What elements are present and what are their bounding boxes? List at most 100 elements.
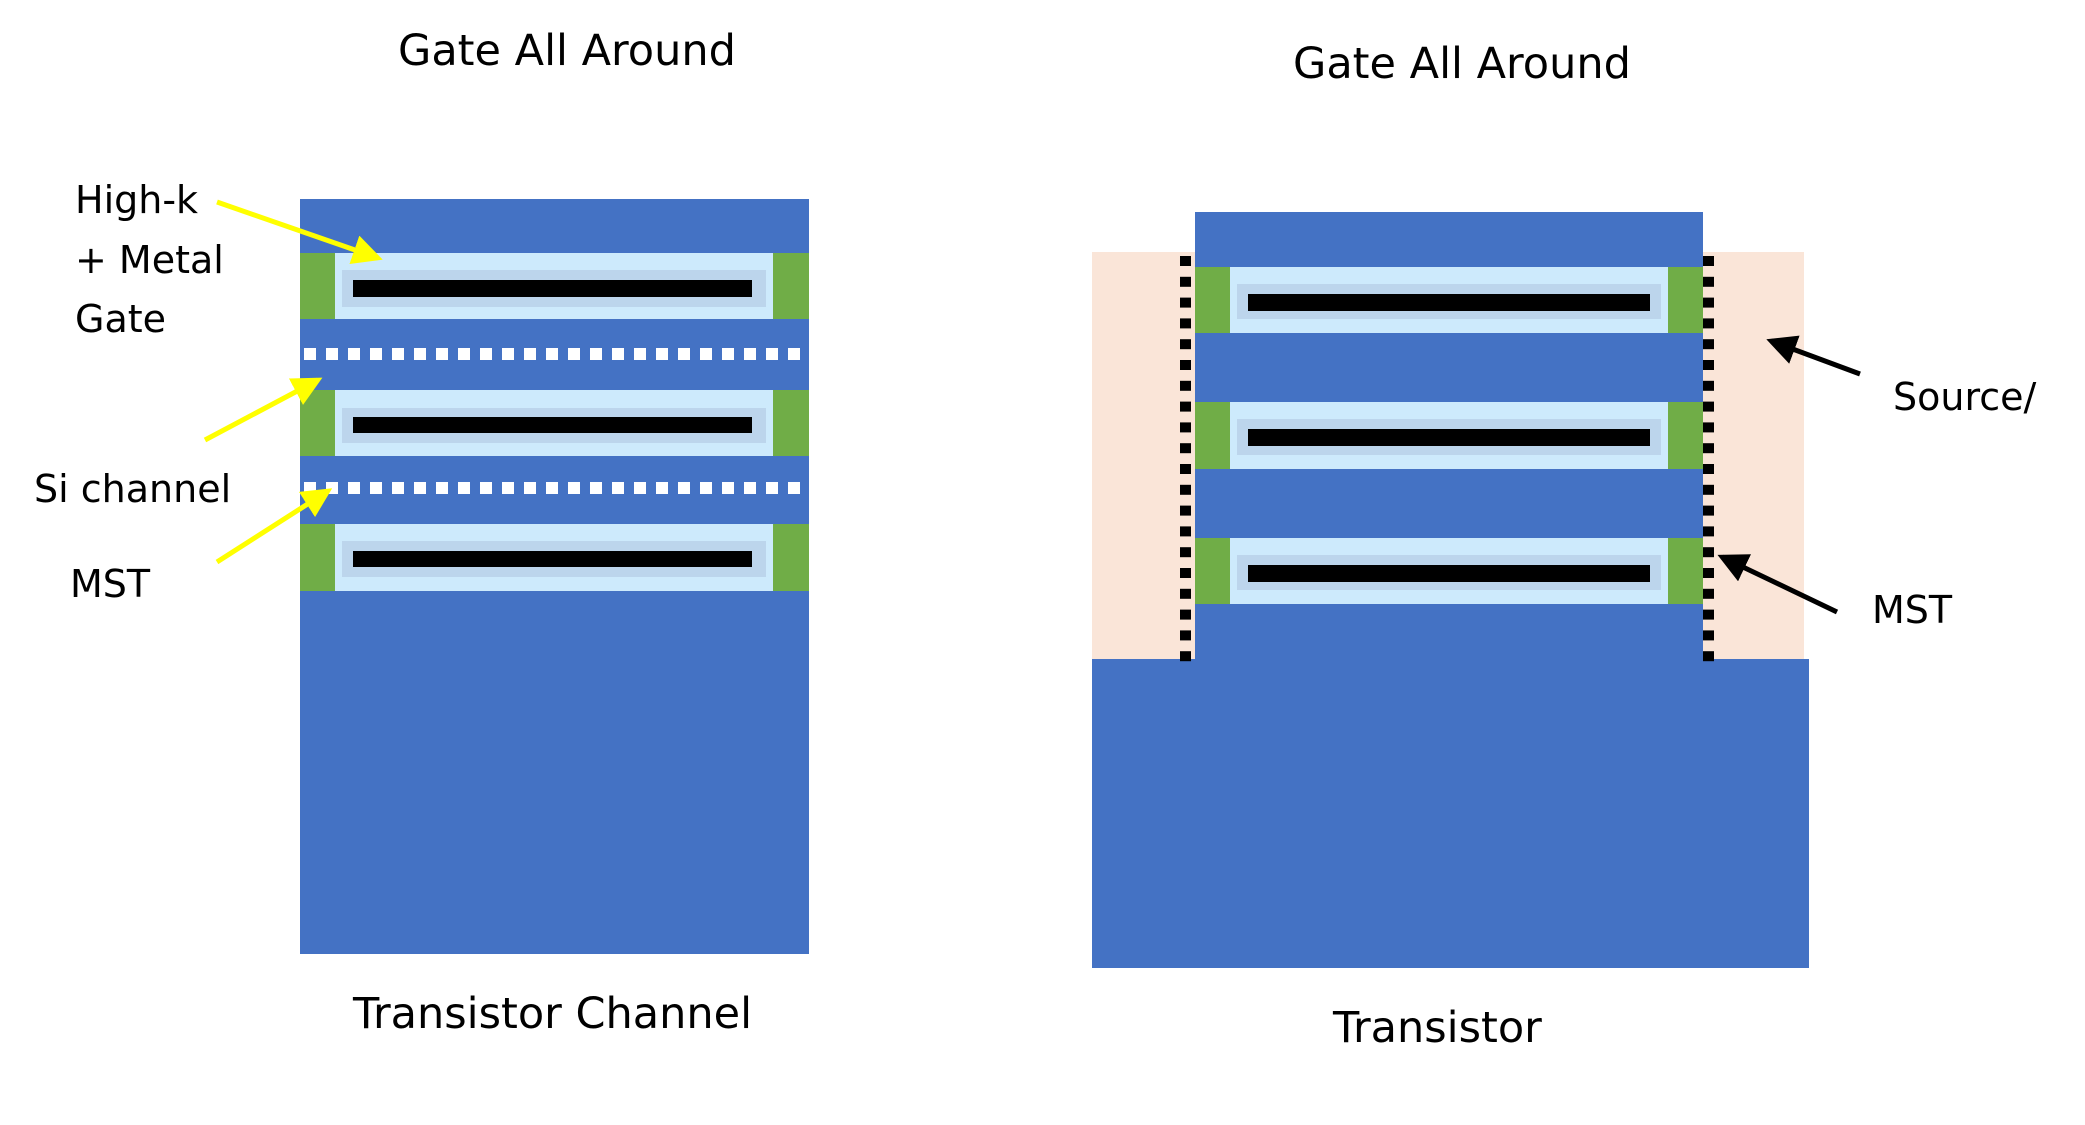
mst-dot: [568, 482, 580, 494]
mst-dot: [1703, 526, 1714, 537]
mst-dot: [1703, 443, 1714, 454]
mst-dot: [1180, 526, 1191, 537]
mst-dot: [1703, 380, 1714, 391]
mst-dot: [348, 348, 360, 360]
right-mst-dotted-line-right: [1703, 256, 1714, 662]
mst-dot: [634, 482, 646, 494]
mst-dot: [590, 482, 602, 494]
mst-dot: [612, 348, 624, 360]
mst-dot: [414, 482, 426, 494]
mst-dot: [1180, 505, 1191, 516]
mst-dot: [1180, 651, 1191, 662]
mst-dot: [370, 482, 382, 494]
mst-dot: [1180, 360, 1191, 370]
mst-dot: [326, 348, 338, 360]
label-high-k: High-k: [75, 178, 198, 222]
mst-dot: [700, 348, 712, 360]
mst-dot: [502, 482, 514, 494]
mst-dot: [304, 482, 316, 494]
mst-dot: [1180, 630, 1191, 641]
mst-dot: [546, 482, 558, 494]
mst-dot: [436, 482, 448, 494]
mst-dot: [678, 482, 690, 494]
inner-spacer-left: [1195, 267, 1230, 333]
mst-dot: [1180, 568, 1191, 578]
si-channel: [1248, 565, 1650, 582]
mst-dot: [1180, 256, 1191, 266]
inner-spacer-right: [773, 253, 809, 319]
mst-dot: [1180, 380, 1191, 391]
mst-dot: [370, 348, 382, 360]
mst-dot: [634, 348, 646, 360]
mst-dot: [502, 348, 514, 360]
mst-dot: [1180, 318, 1191, 329]
left-nanosheet-2: [300, 390, 809, 456]
mst-dot: [766, 348, 778, 360]
mst-dot: [744, 348, 756, 360]
right-panel-title: Gate All Around: [1293, 39, 1631, 89]
right-panel: Gate All Around: [1092, 39, 2037, 1053]
mst-dot: [1703, 568, 1714, 578]
mst-dot: [1703, 318, 1714, 329]
inner-spacer-right: [1668, 402, 1703, 469]
si-channel: [353, 551, 752, 567]
si-channel: [353, 280, 752, 297]
label-source: Source/: [1893, 375, 2037, 419]
label-mst-left: MST: [70, 562, 151, 606]
drain-region-right: [1703, 252, 1804, 659]
mst-dot: [1180, 339, 1191, 350]
mst-dot: [436, 348, 448, 360]
left-panel: Gate All Around High-k + Metal Gat: [34, 26, 809, 1039]
mst-dot: [1703, 651, 1714, 662]
left-nanosheet-1: [300, 253, 809, 319]
mst-dot: [700, 482, 712, 494]
label-gate: Gate: [75, 297, 166, 341]
mst-dot: [744, 482, 756, 494]
mst-dot: [458, 348, 470, 360]
label-plus-metal: + Metal: [75, 238, 224, 282]
mst-dot: [1703, 547, 1714, 558]
mst-dot: [1703, 505, 1714, 516]
mst-dot: [392, 482, 404, 494]
mst-dot: [1180, 422, 1191, 433]
mst-dot: [656, 482, 668, 494]
inner-spacer-left: [300, 390, 335, 456]
inner-spacer-right: [1668, 267, 1703, 333]
mst-dot: [1180, 443, 1191, 454]
mst-dot: [480, 482, 492, 494]
mst-dot: [1180, 401, 1191, 412]
mst-dot: [1703, 360, 1714, 370]
mst-dot: [458, 482, 470, 494]
mst-dot: [1180, 609, 1191, 620]
right-nanosheet-1: [1195, 267, 1703, 333]
mst-dot: [1703, 484, 1714, 495]
mst-dot: [348, 482, 360, 494]
label-si-channel: Si channel: [34, 467, 231, 511]
mst-dot: [1180, 547, 1191, 558]
left-mst-dotted-line-2: [304, 482, 800, 494]
mst-dot: [1703, 297, 1714, 308]
arrow-si-channel: [203, 377, 323, 443]
mst-dot: [392, 348, 404, 360]
mst-dot: [590, 348, 602, 360]
inner-spacer-right: [1668, 538, 1703, 604]
mst-dot: [678, 348, 690, 360]
si-channel: [1248, 294, 1650, 311]
mst-dot: [788, 482, 800, 494]
mst-dot: [612, 482, 624, 494]
inner-spacer-left: [300, 524, 335, 591]
right-nanosheet-2: [1195, 402, 1703, 469]
source-region-left: [1092, 252, 1195, 659]
mst-dot: [656, 348, 668, 360]
mst-dot: [1180, 276, 1191, 287]
arrow-high-k: [216, 199, 383, 264]
left-nanosheet-3: [300, 524, 809, 591]
mst-dot: [1180, 588, 1191, 599]
mst-dot: [1180, 464, 1191, 474]
mst-dot: [568, 348, 580, 360]
mst-dot: [1703, 609, 1714, 620]
right-panel-caption: Transistor: [1332, 1003, 1542, 1053]
substrate-base: [1092, 659, 1809, 968]
left-panel-title: Gate All Around: [398, 26, 736, 76]
